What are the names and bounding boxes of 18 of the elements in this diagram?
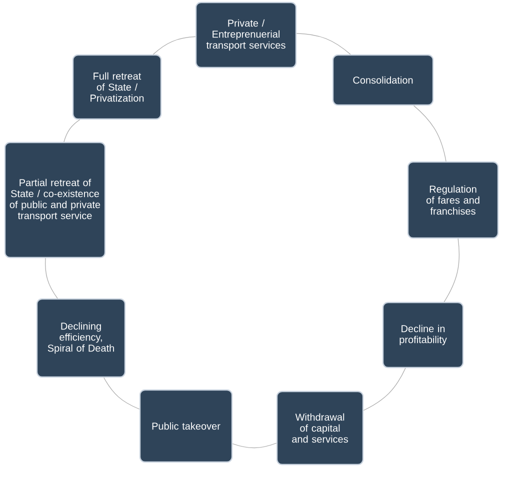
process-box: Consolidation [332,54,434,106]
connector-arc [232,442,277,448]
process-box: Withdrawal of capital and services [276,390,364,466]
process-box: Partial retreat of State / co-existence of public and private transport service [4,142,106,258]
connector-arc [413,105,446,162]
process-box: Full retreat of State / Privatization [72,54,162,120]
connector-arc [45,258,58,299]
connector-arc [152,36,196,55]
process-box: Public takeover [139,389,233,463]
connector-arc [296,33,351,55]
connector-arc [64,119,80,142]
process-box: Private / Entreprenuerial transport services [195,2,297,68]
process-box: Declining efficiency, Spiral of Death [36,298,126,378]
connector-arc [444,238,460,302]
connector-arc [104,377,140,410]
connector-arc [363,368,406,411]
process-box: Regulation of fares and franchises [407,161,499,239]
process-box: Decline in profitability [382,302,464,368]
